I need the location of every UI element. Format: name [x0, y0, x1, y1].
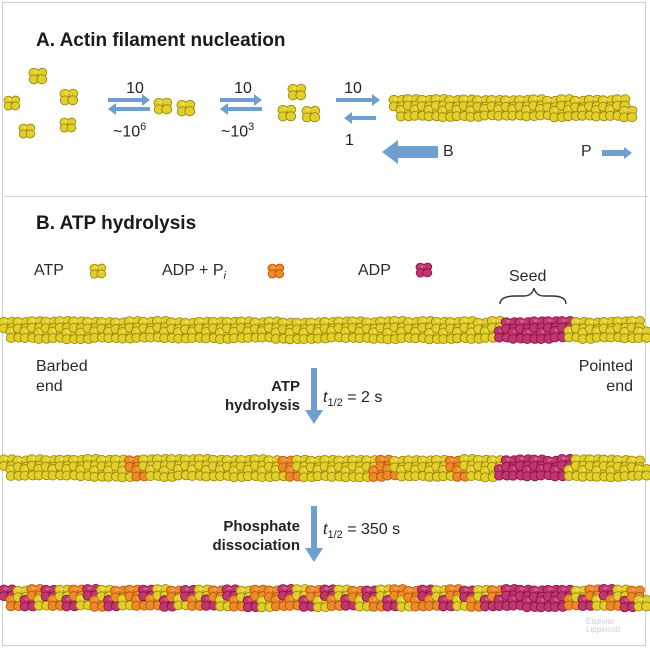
rate-forward-1: 10 [126, 80, 144, 97]
legend-adp-pi-icon [267, 263, 285, 279]
pointed-growth-arrow [602, 147, 632, 159]
monomer-icon [3, 95, 21, 111]
monomer-icon [59, 117, 77, 133]
filament-hydrolyzed-state [0, 453, 650, 483]
actin-subunit [291, 317, 311, 335]
actin-subunit [633, 594, 650, 612]
actin-subunit [633, 326, 650, 344]
equilibrium-arrow-1 [108, 94, 150, 115]
dimer-subunit [176, 99, 196, 117]
pointed-end-label-a: P [581, 143, 592, 160]
actin-subunit [214, 464, 234, 482]
legend-adp-label: ADP [358, 262, 391, 279]
actin-subunit [633, 464, 650, 481]
panel-a-title: A. Actin filament nucleation [36, 30, 286, 51]
legend-adp-pi-label: ADP + Pi [162, 262, 226, 283]
seed-label: Seed [509, 268, 547, 285]
filament-mixed-state [0, 583, 650, 613]
monomer-icon [18, 123, 36, 139]
dimer-subunit [153, 97, 173, 115]
equilibrium-arrow-2 [220, 94, 262, 115]
legend-atp-label: ATP [34, 262, 64, 279]
panel-divider [2, 196, 648, 197]
barbed-end-label-a: B [443, 143, 454, 160]
monomer-icon [28, 67, 48, 85]
legend-adp-icon [415, 262, 433, 278]
barbed-growth-arrow [382, 140, 438, 164]
filament-atp-state [0, 315, 650, 345]
step-1-half-time: t1/2 = 2 s [323, 389, 383, 410]
monomer-icon [59, 88, 79, 106]
legend-atp-icon [89, 263, 107, 279]
actin-subunit [618, 105, 638, 123]
panel-b-title: B. ATP hydrolysis [36, 213, 197, 234]
actin-subunit [82, 583, 101, 601]
hydrolysis-step-arrow [305, 368, 323, 424]
step-2-half-time: t1/2 = 350 s [323, 521, 401, 542]
rate-reverse-2: ~103 [221, 121, 255, 141]
trimer-subunit [301, 105, 321, 123]
rate-reverse-3: 1 [345, 132, 354, 149]
rate-forward-3: 10 [344, 80, 362, 97]
trimer-subunit [287, 83, 307, 101]
rate-reverse-1: ~106 [113, 121, 147, 141]
trimer-subunit [277, 104, 297, 122]
equilibrium-arrow-3 [336, 94, 380, 124]
rate-forward-2: 10 [234, 80, 252, 97]
dissociation-step-arrow [305, 506, 323, 562]
nucleated-filament [388, 94, 638, 123]
seed-brace [499, 287, 567, 305]
